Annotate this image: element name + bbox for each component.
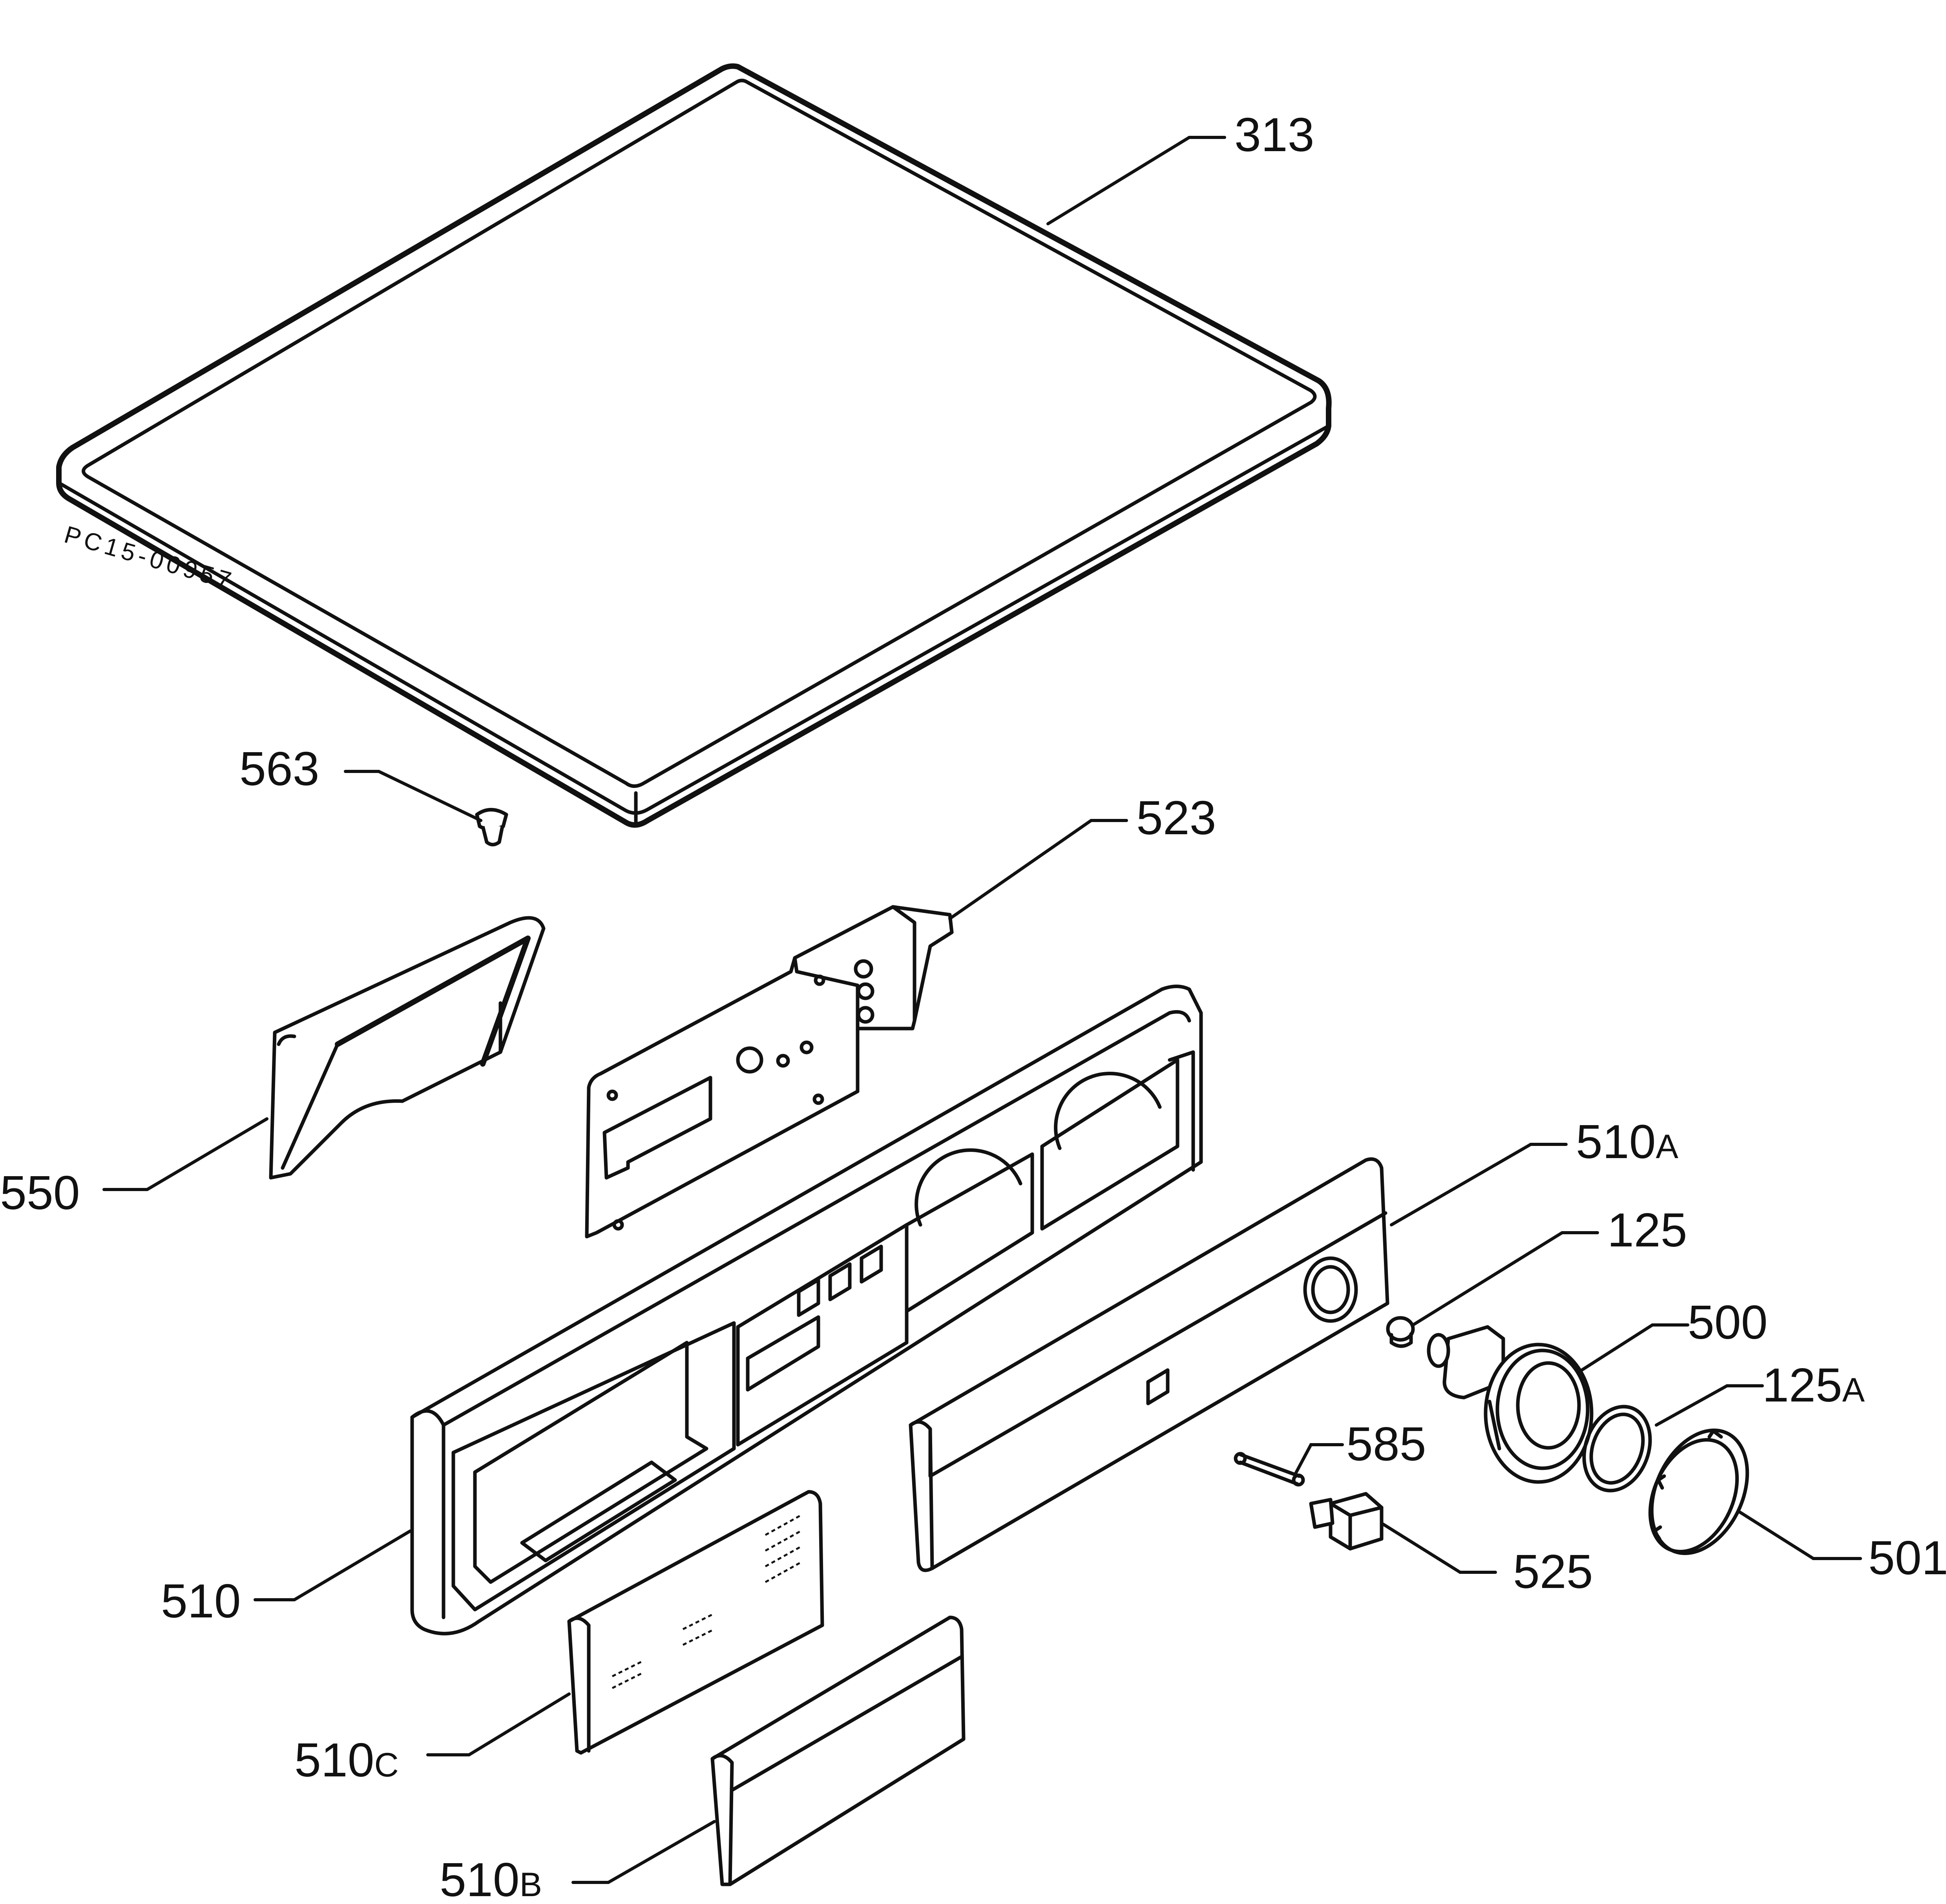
part-501-knob-cap [1648,1428,1749,1555]
leader-125 [1411,1231,1599,1327]
leader-125A [1655,1384,1764,1427]
leader-510A [1390,1143,1568,1226]
label-313: 313 [1234,108,1314,161]
label-525: 525 [1513,1545,1593,1598]
leader-585 [1294,1443,1344,1476]
part-510B-trim [710,1615,966,1886]
part-523-bracket [585,905,954,1239]
part-510C-label-plate [567,1490,824,1755]
leader-510C [426,1692,571,1756]
drawing-ref-code: PC15-00957 [61,521,238,596]
part-313-top-cover: PC15-00957 [56,63,1332,828]
leader-563 [344,770,482,822]
part-510A-front-strip [909,1157,1389,1572]
label-125: 125 [1607,1203,1687,1257]
label-585: 585 [1346,1417,1426,1471]
label-510: 510 [161,1574,241,1628]
leader-313 [1046,136,1226,225]
part-585-pin [1234,1452,1305,1487]
label-500: 500 [1688,1296,1768,1349]
label-510C: 510C [294,1733,399,1787]
part-125-knob [1386,1316,1415,1348]
part-500-selector [1427,1325,1594,1484]
label-501: 501 [1868,1531,1946,1584]
part-550-drawer [269,916,546,1180]
part-525-switch [1309,1492,1384,1551]
leader-500 [1580,1323,1689,1372]
leader-550 [102,1117,268,1191]
label-523: 523 [1136,791,1216,844]
leader-525 [1380,1522,1497,1574]
part-510-control-panel [410,985,1203,1635]
label-510A: 510A [1576,1115,1679,1168]
leader-523 [948,819,1128,920]
label-550: 550 [0,1166,80,1219]
label-125A: 125A [1762,1358,1865,1412]
label-563: 563 [239,742,319,795]
part-labels: 313 563 523 550 510A 125 500 125A 585 52… [0,108,1946,1904]
part-563-clip [475,808,508,846]
leader-510 [254,1529,412,1601]
leader-510B [571,1820,716,1884]
leader-lines [102,136,1862,1884]
label-510B: 510B [440,1853,542,1904]
leader-501 [1737,1510,1862,1560]
part-125A-ring [1582,1405,1652,1493]
